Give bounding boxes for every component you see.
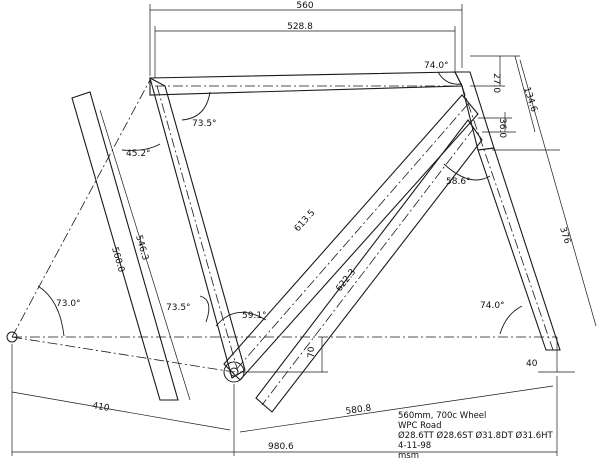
top-tube <box>149 71 463 96</box>
seat-tube-ctc-label: 560.0 <box>109 246 126 274</box>
note-line-3: Ø28.6TT Ø28.6ST Ø31.8DT Ø31.6HT <box>398 430 554 441</box>
arc <box>121 143 161 151</box>
dim-top-tube-label: 528.8 <box>287 22 313 32</box>
fork-centerline <box>461 85 554 351</box>
chain-length-label: 622.3 <box>334 267 358 293</box>
chainstay-centerline <box>11 336 235 373</box>
down-tube-length-label: 613.5 <box>293 208 318 234</box>
dim-top-length-label: 560 <box>296 1 313 11</box>
arc <box>443 163 491 181</box>
head-seg-top-label: 27.0 <box>491 73 501 93</box>
bb-angle-right-label: 59.1° <box>242 311 267 321</box>
note-line-4: 4-11-98 <box>398 441 431 451</box>
bb-angle-left-label: 73.5° <box>166 303 191 313</box>
arc <box>215 311 267 327</box>
down-centerline <box>233 103 469 373</box>
arc <box>499 305 523 335</box>
dim-head-total <box>514 55 536 133</box>
arc <box>181 91 211 121</box>
rear-angle-label: 73.0° <box>56 299 81 309</box>
dim-seat-tube-ctc <box>99 109 191 401</box>
head-down-angle-label: 58.6° <box>446 177 471 187</box>
chain-stay-tube <box>255 119 483 413</box>
arc <box>199 295 210 323</box>
note-line-2: WPC Road <box>398 421 442 431</box>
dim-fork-length <box>519 59 597 327</box>
chainstay-label: 410 <box>91 401 110 414</box>
front-offset-label: 40 <box>526 359 538 369</box>
seat-centerline <box>156 85 239 373</box>
seat-top-angle-label: 45.2° <box>126 149 151 159</box>
head-total-label: 134.6 <box>521 86 539 114</box>
head-angle-top-label: 74.0° <box>424 61 449 71</box>
dim-front-center <box>239 385 554 433</box>
notes-block: 560mm, 700c Wheel WPC Road Ø28.6TT Ø28.6… <box>398 411 554 461</box>
bb-drop-label: 70 <box>307 346 317 358</box>
rear-axle <box>6 331 18 343</box>
note-line-1: 560mm, 700c Wheel <box>398 411 486 421</box>
note-line-5: msm <box>398 451 419 461</box>
seat-stay <box>71 91 179 401</box>
seat-tube <box>149 76 246 379</box>
stay-centerline <box>261 127 475 406</box>
fork-length-label: 376 <box>557 226 572 246</box>
arc <box>37 285 65 337</box>
head-seg-mid-label: 36.0 <box>497 118 507 138</box>
arc <box>437 71 463 85</box>
bottom-bracket-inner <box>229 367 239 377</box>
front-center-label: 580.8 <box>345 403 372 417</box>
fork <box>477 147 561 351</box>
seat-angle-label: 73.5° <box>192 119 217 129</box>
seat-tube-length-label: 546.3 <box>133 234 150 262</box>
rear-centerline <box>11 79 151 338</box>
ground-angle-label: 74.0° <box>480 301 505 311</box>
wheelbase-label: 980.6 <box>268 442 294 452</box>
dim-chainstay <box>11 391 231 431</box>
